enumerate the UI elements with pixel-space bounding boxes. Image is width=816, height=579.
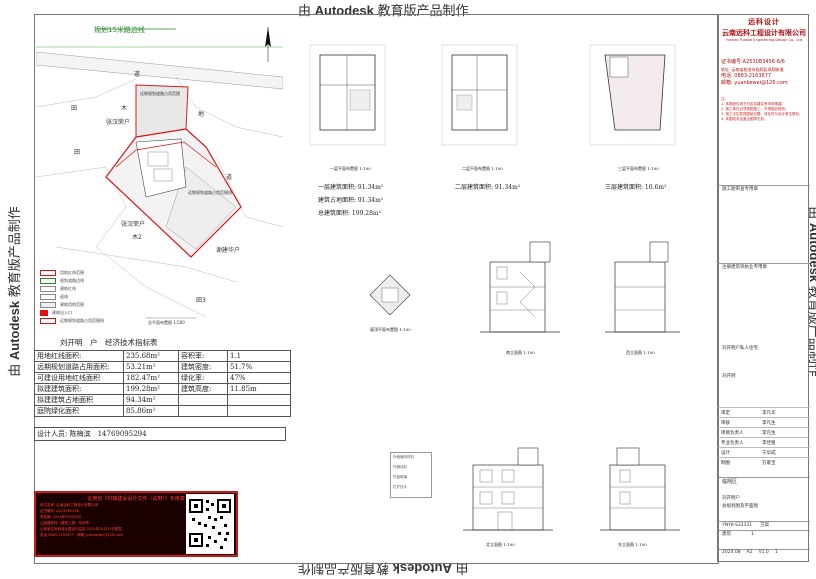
map-label-tian3: 田3 bbox=[196, 297, 206, 304]
stamp-line: 证书编号: A2530B3456 bbox=[40, 509, 79, 513]
north-elevation-caption: 北立面图 1:100 bbox=[486, 542, 515, 547]
legend-item: 退线 bbox=[40, 294, 68, 300]
floor1-area: 一层建筑面积: 91.34m² bbox=[318, 184, 384, 191]
signature-row: 制图方家宝 bbox=[718, 457, 810, 468]
map-label-mu: 木 bbox=[121, 105, 128, 112]
notes-title: 注: bbox=[721, 97, 726, 101]
map-label-mu2: 木2 bbox=[132, 234, 142, 241]
total-area: 总建筑面积: 199.28m² bbox=[318, 210, 382, 217]
map-label-di: 地 bbox=[198, 111, 205, 118]
econ-title: 刘开明 户 经济技术指标表 bbox=[60, 338, 158, 347]
floor2-area: 二层建筑面积: 91.34m² bbox=[455, 184, 521, 191]
floor1-caption: 一层平面布置图 1:100 bbox=[330, 166, 371, 171]
legend-item: 远期规划道路占用范围线 bbox=[40, 318, 104, 324]
map-label-land-range: 远期规划道路占用范围线 bbox=[188, 190, 232, 195]
title-block: 远科设计 云南远科工程设计有限公司 Yunnan Yuanke Engineer… bbox=[717, 14, 810, 562]
floor1-footprint: 建筑占地面积: 91.34m² bbox=[318, 197, 384, 204]
map-label-road-range: 远期规划道路占用范围 bbox=[140, 91, 180, 96]
company-logo: 远科设计 云南远科工程设计有限公司 Yunnan Yuanke Engineer… bbox=[721, 17, 807, 53]
watermark-left: 由 Autodesk 教育版产品制作 bbox=[6, 206, 22, 377]
material-item: 栏杆扶手 bbox=[393, 485, 407, 489]
company-phone: 电话: 0883-2163677 bbox=[721, 73, 772, 79]
stamp-header: 云南省《村镇建设设计文件（试用）》专用章 bbox=[87, 496, 185, 502]
west-elevation-caption: 西立面图 1:100 bbox=[626, 350, 655, 355]
site-plan: 规划15米路边线 道 田 田 木 地 张汉荣户 张汉荣户 木2 道 谢建华户 田… bbox=[35, 17, 284, 332]
district: 临翔区 bbox=[718, 477, 810, 485]
legend-item: 建筑红线 bbox=[40, 286, 76, 292]
stamp-line: 云南省住房和城乡建设厅监制 2021年12月13日颁发 bbox=[40, 527, 122, 531]
drawing-name-1: 刘开明户 bbox=[722, 496, 740, 501]
map-label-tian-a: 田 bbox=[71, 105, 78, 112]
signature-row: 设计宁华成 bbox=[718, 447, 810, 458]
company-address: 地址: 云南省临沧市临翔区凤翔街道 bbox=[721, 67, 784, 72]
architect-seal-label: 注册建筑师执业专用章 bbox=[718, 263, 810, 270]
east-elevation bbox=[600, 447, 680, 531]
legend-item: 用地红线范围 bbox=[40, 270, 84, 276]
owner-name: 刘开明 bbox=[722, 374, 736, 379]
north-elevation bbox=[463, 447, 553, 531]
qr-code bbox=[186, 494, 234, 554]
signature-row: 项目负责人李凡生 bbox=[718, 427, 810, 438]
material-item: 外墙涂料 bbox=[393, 465, 407, 469]
floor1-plan bbox=[309, 44, 386, 146]
floor3-plan bbox=[589, 44, 676, 146]
drawing-name-2: 总规划图及平面图 bbox=[722, 504, 758, 509]
map-label-zhang-hanrong: 张汉荣户 bbox=[106, 119, 131, 126]
project-name: 刘开明户私人住宅 bbox=[722, 346, 758, 351]
company-email: 邮箱: yuankewei@126.com bbox=[721, 80, 788, 86]
stamp-line: 有效期: 2024年01月29日 bbox=[40, 515, 82, 519]
south-elevation-caption: 南立面图 1:100 bbox=[506, 350, 535, 355]
south-elevation bbox=[480, 241, 560, 333]
legend-item: 建筑用地范围 bbox=[40, 302, 84, 308]
material-item: 外墙面砖材料 bbox=[393, 455, 414, 459]
signature-row: 审核李凡生 bbox=[718, 417, 810, 428]
drawing-frame bbox=[34, 14, 719, 564]
material-legend: 外墙面砖材料 外墙涂料 外窗玻璃 栏杆扶手 bbox=[390, 452, 432, 498]
map-label-xia-jianhua: 谢建华户 bbox=[216, 247, 241, 254]
map-label-ting-lu: 道 bbox=[226, 174, 233, 181]
note-item: 1. 本图纸仅用于村民自建住房申请报建。 bbox=[721, 102, 785, 106]
note-item: 3. 施工中如发现图纸问题，请及时与设计单位联系。 bbox=[721, 112, 803, 116]
certificate-number: 证书编号:A2530B3456-6/6 bbox=[721, 59, 785, 65]
floor3-area: 三层建筑面积: 10.6m² bbox=[605, 184, 667, 191]
east-elevation-caption: 东立面图 1:100 bbox=[618, 542, 647, 547]
map-label-zhang-yuanrong: 张汉荣户 bbox=[121, 221, 146, 228]
company-name: 云南远科工程设计有限公司 bbox=[722, 29, 806, 37]
map-label-tian-b: 田 bbox=[74, 149, 81, 156]
note-item: 2. 施工单位必须按图施工，不得擅自修改。 bbox=[721, 107, 789, 111]
map-label-dao: 道 bbox=[134, 71, 141, 78]
west-elevation bbox=[605, 241, 680, 333]
note-item: 4. 本图纸未加盖出图章无效。 bbox=[721, 117, 768, 121]
site-plan-drawing bbox=[35, 27, 284, 319]
company-name-en: Yunnan Yuanke Engineering Design Co., Lt… bbox=[725, 38, 803, 42]
stamp-line: 注册建筑师（建筑工程）专用章 bbox=[40, 521, 89, 525]
stamp-line: 单位名称: 云南远科工程设计有限公司 bbox=[40, 503, 99, 507]
material-item: 外窗玻璃 bbox=[393, 475, 407, 479]
legend-item: 建筑出入口 bbox=[40, 310, 72, 316]
floor2-plan bbox=[441, 44, 518, 146]
signature-row: 专业负责人李佳铭 bbox=[718, 437, 810, 448]
designer-line: 设计人员: 陈梅滨 14769095294 bbox=[34, 427, 286, 441]
road-edge-label: 规划15米路边线 bbox=[94, 26, 145, 34]
site-plan-caption: 总平面布置图 1:500 bbox=[148, 320, 185, 325]
company-seal: 远科设计 bbox=[748, 18, 780, 26]
roof-caption: 屋顶平面布置图 1:100 bbox=[370, 327, 411, 332]
signature-row: 审定李凡华 bbox=[718, 407, 810, 418]
review-stamp-label: 施工图审查专用章 bbox=[718, 185, 810, 192]
floor3-caption: 三层平面布置图 1:100 bbox=[618, 166, 659, 171]
roof-plan bbox=[369, 274, 411, 316]
stamp-line: 电话 0883-2163677 邮箱 yuankewei@126.com bbox=[40, 533, 123, 537]
legend-item: 规划道路边线 bbox=[40, 278, 84, 284]
floor2-caption: 二层平面布置图 1:100 bbox=[462, 166, 503, 171]
